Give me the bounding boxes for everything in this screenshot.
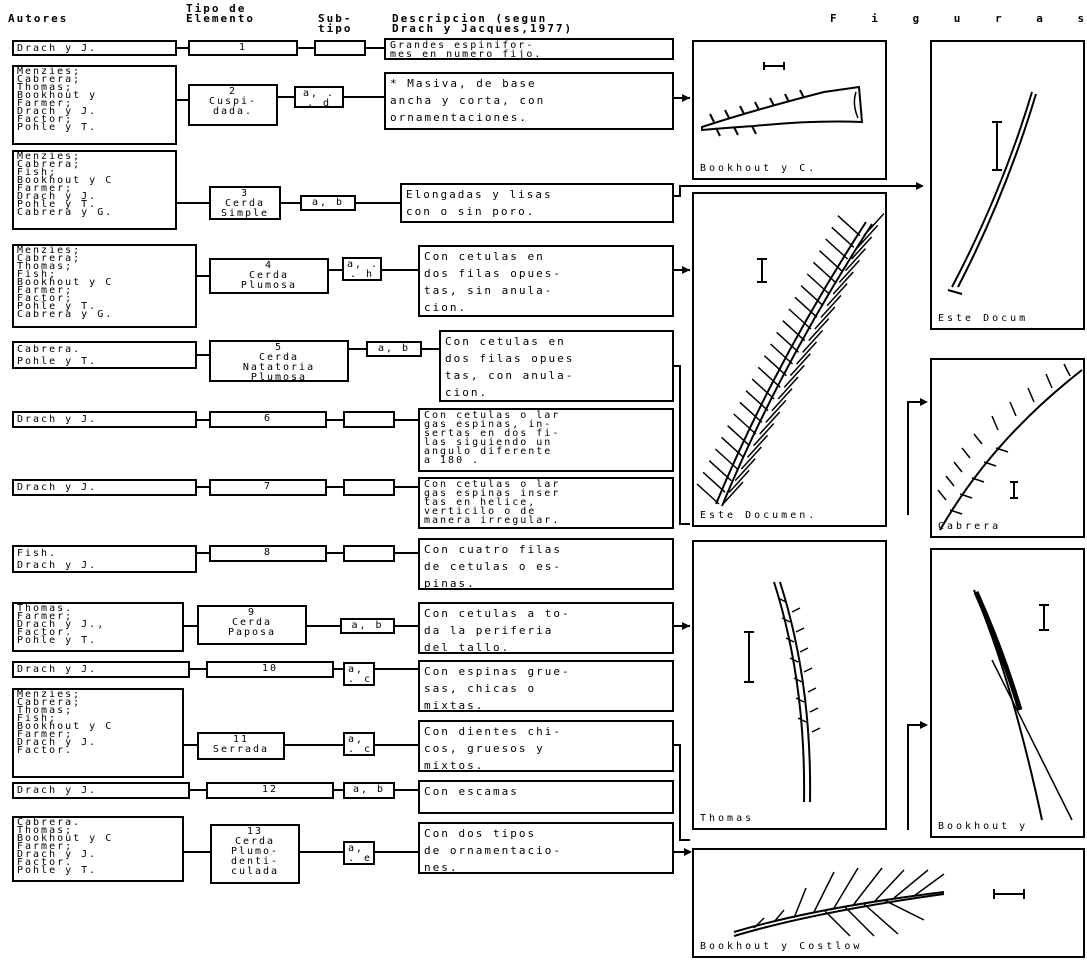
connector-lines bbox=[0, 0, 1087, 960]
